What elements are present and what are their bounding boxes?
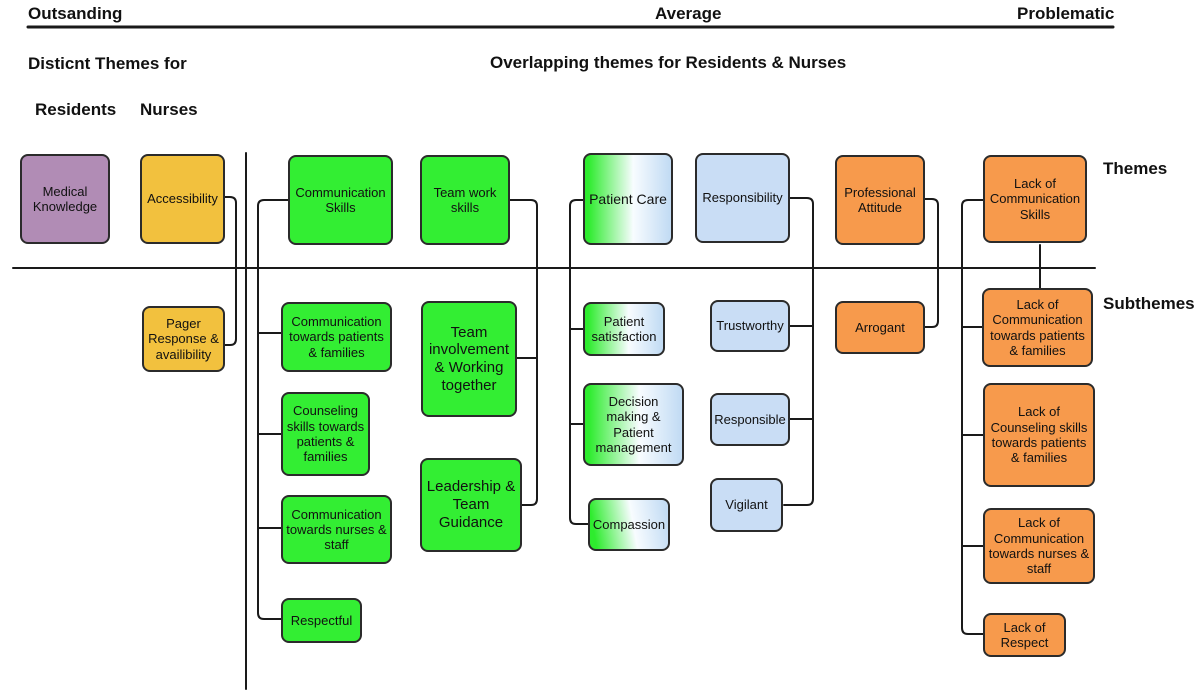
subtheme-box-arrogant: Arrogant — [835, 301, 925, 354]
subtheme-box-team-involvement: Team involvement & Working together — [421, 301, 517, 417]
connector-communication-trunk — [257, 199, 289, 620]
connector-lack-trunk — [961, 199, 984, 635]
subtheme-box-patient-satisfaction: Patient satisfaction — [583, 302, 665, 356]
connector-professional-arrogant — [924, 198, 939, 328]
subtheme-box-lack-respect: Lack of Respect — [983, 613, 1066, 657]
subtheme-box-compassion: Compassion — [588, 498, 670, 551]
subtheme-box-counseling-skills: Counseling skills towards patients & fam… — [281, 392, 370, 476]
subtheme-box-respectful: Respectful — [281, 598, 362, 643]
scale-label-average: Average — [655, 4, 722, 23]
subtheme-box-responsible: Responsible — [710, 393, 790, 446]
theme-box-professional-attitude: Professional Attitude — [835, 155, 925, 245]
subtheme-box-lack-communication-patients: Lack of Communication towards patients &… — [982, 288, 1093, 367]
overlapping-themes-title: Overlapping themes for Residents & Nurse… — [490, 53, 847, 72]
theme-box-lack-communication-skills: Lack of Communication Skills — [983, 155, 1087, 243]
theme-box-medical-knowledge: Medical Knowledge — [20, 154, 110, 244]
distinct-themes-title: Disticnt Themes for — [28, 54, 187, 73]
connector-accessibility-pager — [224, 196, 237, 346]
connector-patientcare-trunk — [569, 199, 589, 525]
subtheme-box-trustworthy: Trustworthy — [710, 300, 790, 352]
theme-box-team-work-skills: Team work skills — [420, 155, 510, 245]
scale-label-outstanding: Outsanding — [28, 4, 123, 23]
subtheme-box-decision-making: Decision making & Patient management — [583, 383, 684, 466]
subtheme-box-communication-patients: Communication towards patients & familie… — [281, 302, 392, 372]
themes-row-label: Themes — [1103, 159, 1168, 178]
subtheme-box-leadership: Leadership & Team Guidance — [420, 458, 522, 552]
theme-box-accessibility: Accessibility — [140, 154, 225, 244]
scale-label-problematic: Problematic — [1017, 4, 1115, 23]
subthemes-row-label: Subthemes — [1103, 294, 1195, 313]
connector-teamwork-trunk — [509, 199, 538, 506]
subtheme-box-pager-response: Pager Response & availibility — [142, 306, 225, 372]
subtheme-box-communication-nurses: Communication towards nurses & staff — [281, 495, 392, 564]
connector-responsibility-trunk — [783, 197, 814, 506]
residents-column-label: Residents — [35, 100, 117, 119]
theme-box-communication-skills: Communication Skills — [288, 155, 393, 245]
theme-box-patient-care: Patient Care — [583, 153, 673, 245]
subtheme-box-lack-communication-nurses: Lack of Communication towards nurses & s… — [983, 508, 1095, 584]
theme-box-responsibility: Responsibility — [695, 153, 790, 243]
nurses-column-label: Nurses — [140, 100, 198, 119]
subtheme-box-vigilant: Vigilant — [710, 478, 783, 532]
subtheme-box-lack-counseling: Lack of Counseling skills towards patien… — [983, 383, 1095, 487]
